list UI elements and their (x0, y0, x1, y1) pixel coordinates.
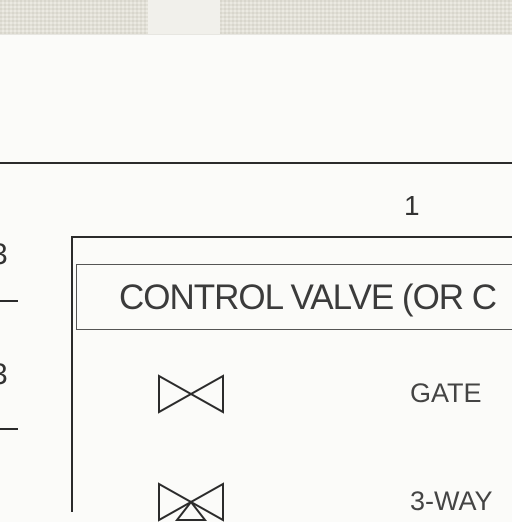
margin-tick (0, 300, 18, 302)
header-rule (0, 162, 512, 164)
row-label-3-way: 3-WAY (410, 486, 493, 516)
margin-mark-upper: 3 (0, 240, 8, 270)
scan-margin-patch (148, 0, 220, 34)
three-way-valve-icon (158, 482, 224, 522)
column-number: 1 (404, 190, 420, 221)
table-top-rule (71, 236, 512, 238)
scan-margin-texture (0, 0, 512, 35)
table-left-rule (71, 236, 73, 512)
margin-tick (0, 428, 18, 430)
row-label-gate: GATE (410, 378, 482, 408)
table-title: CONTROL VALVE (OR C (119, 278, 497, 317)
margin-mark-lower: 3 (0, 360, 8, 390)
gate-valve-icon (158, 374, 224, 414)
table-title-cell: CONTROL VALVE (OR C (76, 264, 512, 330)
